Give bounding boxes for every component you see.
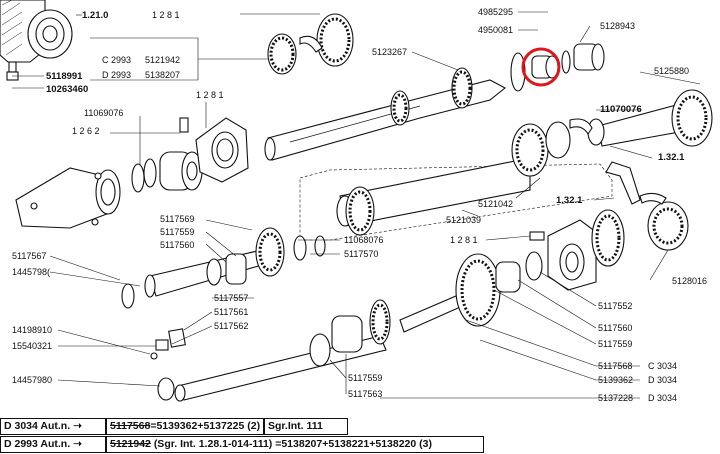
label-1281-low: 1 2 8 1	[450, 235, 478, 245]
label-5117559-b: 5117559	[598, 339, 632, 349]
label-5125880: 5125880	[654, 66, 689, 76]
label-5139362: 5139362	[598, 375, 633, 385]
highlight-circle	[521, 47, 561, 87]
label-c3034: C 3034	[648, 361, 677, 371]
splined-shaft	[299, 121, 613, 241]
replacement-parts: (Sgr. Int. 1.28.1-014-111) =5138207+5138…	[153, 438, 432, 450]
label-1-21-0: 1.21.0	[82, 10, 108, 21]
label-5117560-b: 5117560	[598, 323, 632, 333]
replacement-cell: 5117568=5139362+5137225 (2)	[106, 418, 264, 435]
label-d3034-b: D 3034	[648, 393, 677, 403]
label-5117561: 5117561	[214, 307, 248, 317]
lower-right-plate	[495, 209, 625, 293]
label-5117560-a: 5117560	[160, 240, 194, 250]
label-1-32-1-a: 1.32.1	[658, 152, 685, 163]
model-label: D 2993 Aut.n.	[4, 438, 71, 450]
label-5117570: 5117570	[344, 249, 378, 259]
housing-section	[0, 0, 73, 81]
label-5117559-a: 5117559	[160, 227, 194, 237]
label-5118991: 5118991	[46, 71, 83, 82]
label-5128943: 5128943	[600, 21, 635, 31]
label-5117567: 5117567	[12, 251, 46, 261]
part-labels: 1.21.0 1 2 8 1 C 2993 5121942 D 2993 513…	[12, 7, 707, 403]
label-4950081: 4950081	[478, 25, 513, 35]
label-11068076: 11068076	[344, 235, 383, 245]
arrow-right-icon: ➝	[73, 438, 82, 450]
flange-plate	[179, 117, 249, 183]
label-11070076: 11070076	[600, 104, 642, 115]
label-11069076: 11069076	[84, 108, 123, 118]
label-1281-mid: 1 2 8 1	[196, 90, 224, 100]
label-15540321: 15540321	[12, 341, 52, 351]
footer-row-d2993: D 2993 Aut.n. ➝ 5121942 (Sgr. Int. 1.28.…	[0, 436, 484, 453]
note-cell: Sgr.Int. 111	[264, 418, 348, 435]
label-14457980-b: 14457980	[12, 375, 52, 385]
label-5138207: 5138207	[145, 70, 180, 80]
lower-shaft	[150, 253, 501, 402]
leader-lines	[12, 11, 701, 399]
label-14198910: 14198910	[12, 325, 52, 335]
model-cell: D 3034 Aut.n. ➝	[0, 418, 106, 435]
label-5117557: 5117557	[214, 293, 248, 303]
label-5121942: 5121942	[145, 55, 180, 65]
superseded-part: 5121942	[110, 438, 151, 450]
label-1262: 1 2 6 2	[72, 126, 100, 136]
label-14457980-a: 1445798(	[12, 267, 50, 277]
label-5117559-c: 5117559	[348, 373, 382, 383]
label-5121039: 5121039	[446, 215, 481, 225]
synchro-rings	[267, 13, 354, 75]
label-d3034-a: D 3034	[648, 375, 677, 385]
label-5117552: 5117552	[598, 301, 632, 311]
label-5117563: 5117563	[348, 389, 382, 399]
label-10263460: 10263460	[46, 84, 88, 95]
label-5117562: 5117562	[214, 321, 248, 331]
arrow-right-icon: ➝	[73, 420, 82, 432]
upper-right-shaft	[569, 89, 713, 147]
replacement-parts: =5139362+5137225 (2)	[150, 420, 261, 432]
right-lever	[605, 161, 689, 251]
top-right-parts	[510, 43, 605, 92]
label-5121042: 5121042	[478, 199, 513, 209]
left-bearing-housing	[15, 151, 203, 229]
label-1281-top: 1 2 8 1	[152, 10, 180, 20]
model-label: D 3034 Aut.n.	[4, 420, 71, 432]
label-d2993: D 2993	[102, 70, 131, 80]
superseded-part: 5117568	[110, 420, 151, 432]
footer-row-d3034: D 3034 Aut.n. ➝ 5117568=5139362+5137225 …	[0, 418, 348, 435]
upper-mainshaft	[264, 67, 506, 161]
footer-notes: D 3034 Aut.n. ➝ 5117568=5139362+5137225 …	[0, 418, 720, 454]
label-5117568: 5117568	[598, 361, 632, 371]
label-5137228: 5137228	[598, 393, 633, 403]
label-5128016: 5128016	[672, 276, 707, 286]
label-1-32-1-b: 1.32.1	[556, 195, 583, 206]
replacement-cell: 5121942 (Sgr. Int. 1.28.1-014-111) =5138…	[106, 436, 484, 453]
label-c2993: C 2993	[102, 55, 131, 65]
label-5117569: 5117569	[160, 214, 194, 224]
label-5123267: 5123267	[372, 47, 407, 57]
model-cell: D 2993 Aut.n. ➝	[0, 436, 106, 453]
label-4985295: 4985295	[478, 7, 513, 17]
